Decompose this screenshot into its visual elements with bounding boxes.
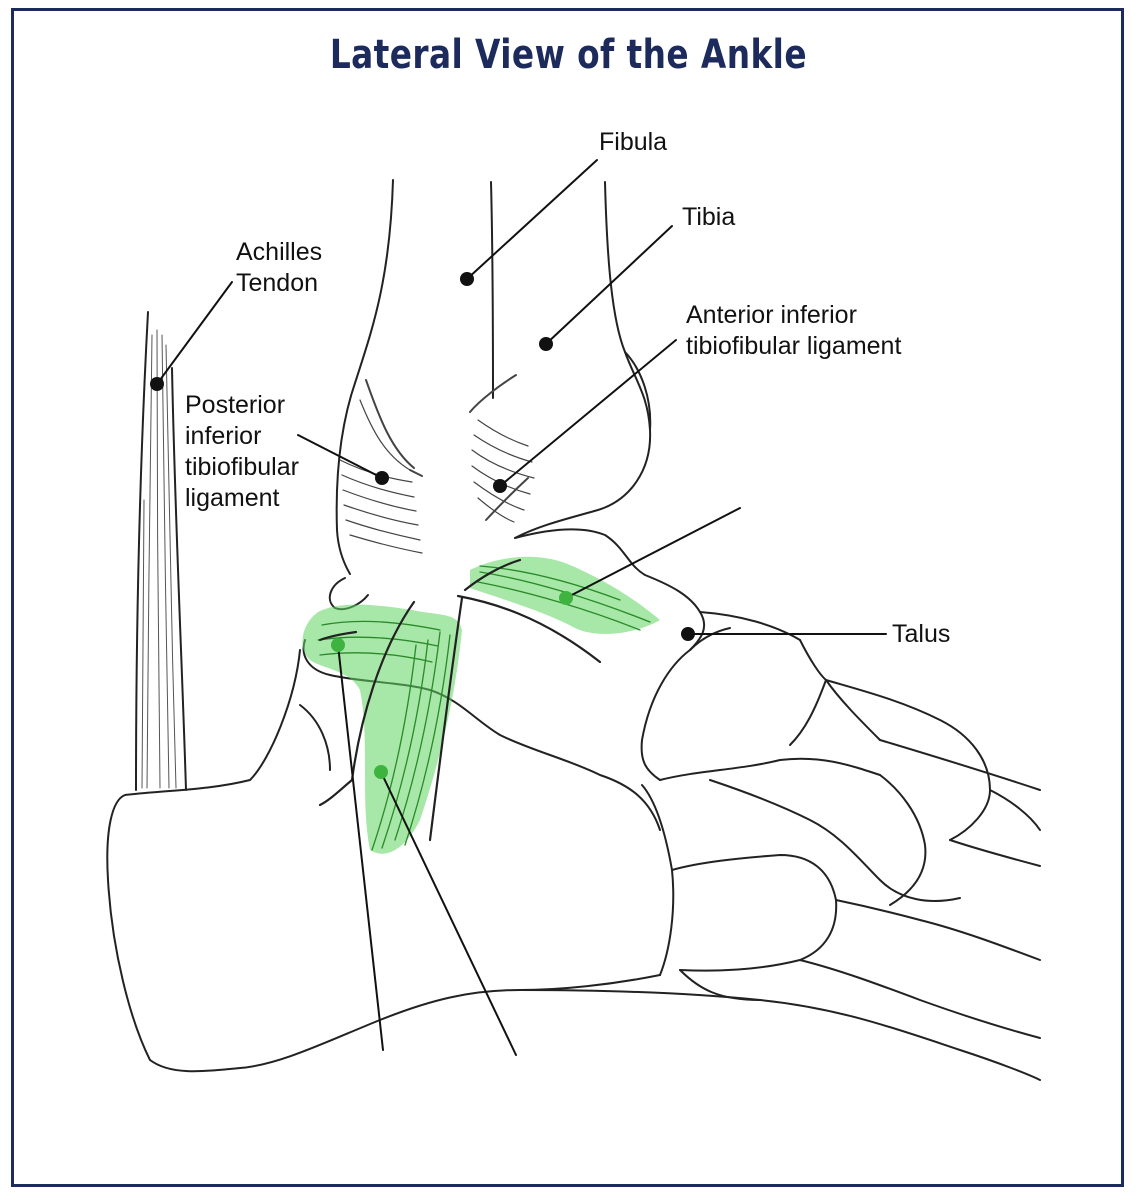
achilles-label-line-2: Tendon (236, 269, 319, 297)
tibia-drawing (514, 181, 652, 539)
anterior-ligament-label: Anterior inferior tibiofibular ligament (686, 300, 901, 362)
leader-lines (156, 159, 887, 1056)
anterior-ligament-dot (493, 479, 507, 493)
posterior-ligament-label: Posterior inferior tibiofibular ligament (185, 390, 299, 514)
tibia-label: Tibia (682, 203, 736, 231)
lower-ligament-dot (374, 765, 388, 779)
talofibular-dot (559, 591, 573, 605)
label-dots (150, 272, 695, 641)
posterior-label-line-4: ligament (185, 484, 280, 512)
posterior-ligament-dot (375, 471, 389, 485)
achilles-dot (150, 377, 164, 391)
fibula-dot (460, 272, 474, 286)
anterior-label-line-2: tibiofibular ligament (686, 332, 902, 360)
talus-drawing (514, 528, 801, 781)
diagram-title: Lateral View of the Ankle (329, 32, 807, 78)
talus-dot (681, 627, 695, 641)
midfoot-drawing (519, 639, 1041, 1081)
diagram-frame (11, 8, 1124, 1187)
talus-label: Talus (892, 620, 951, 648)
ligament-outlines (318, 558, 602, 842)
ligament-hatching (339, 374, 535, 554)
posterior-label-line-1: Posterior (185, 391, 286, 419)
posterior-label-line-2: inferior (185, 422, 262, 450)
fibula-drawing (335, 179, 494, 575)
anterior-label-line-1: Anterior inferior (686, 301, 857, 329)
fibula-label: Fibula (599, 128, 668, 156)
green-ligament-fibers (317, 565, 651, 851)
tibia-dot (539, 337, 553, 351)
achilles-tendon-label: Achilles Tendon (236, 237, 322, 299)
posterior-label-line-3: tibiofibular (185, 453, 299, 481)
achilles-label-line-1: Achilles (236, 238, 323, 266)
achilles-tendon-drawing (135, 311, 187, 791)
calcaneofibular-dot (331, 638, 345, 652)
green-dots (331, 591, 573, 779)
